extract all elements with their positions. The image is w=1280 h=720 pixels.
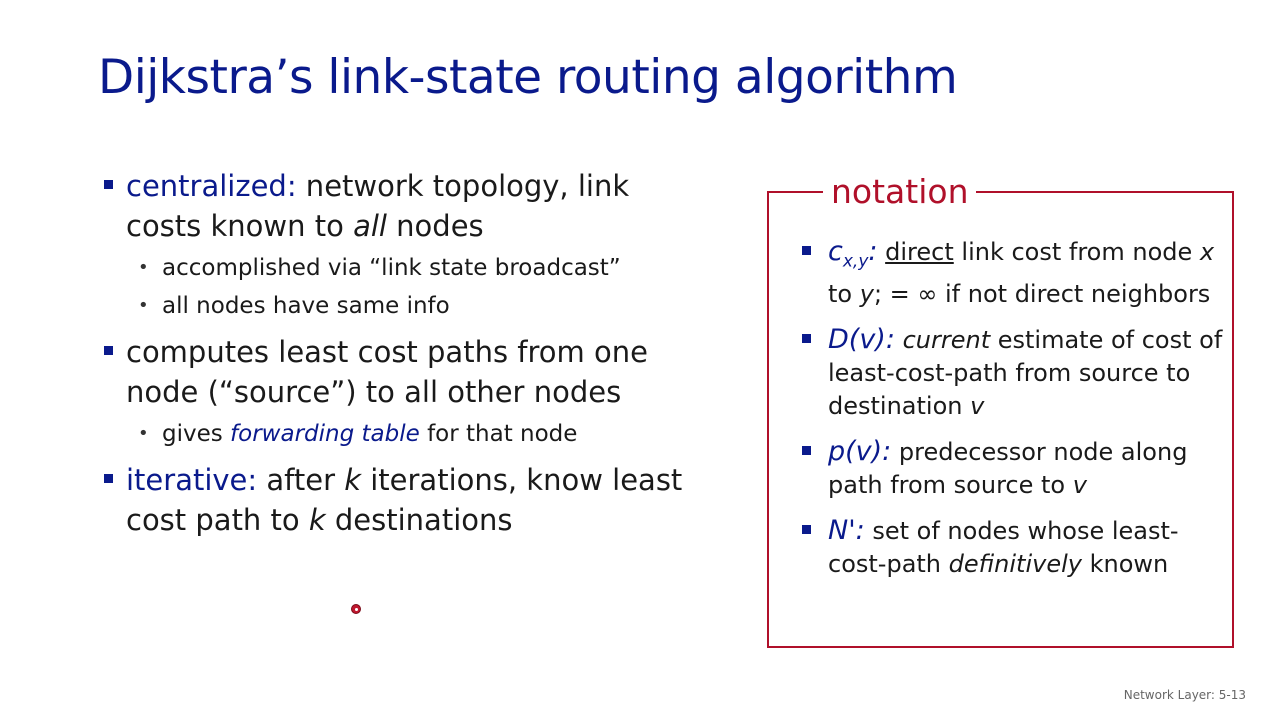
bullet-square-icon	[104, 180, 113, 189]
slide-footer: Network Layer: 5-13	[1123, 688, 1246, 702]
text: gives	[162, 421, 231, 447]
bullet-square-icon	[802, 334, 811, 344]
text: for that node	[419, 421, 578, 447]
bullet-dot-icon: •	[138, 257, 149, 278]
bullet-square-icon	[802, 246, 811, 255]
text: predecessor node along path from source …	[828, 438, 1188, 500]
notation-item-pv: p(v): predecessor node along path from s…	[800, 435, 1230, 502]
sub-bullet: • all nodes have same info	[104, 290, 704, 322]
term: p(v):	[828, 436, 892, 468]
text-italic: k	[344, 463, 362, 497]
bullet-square-icon	[104, 474, 113, 483]
bullet-square-icon	[802, 525, 811, 535]
sub-bullet: • accomplished via “link state broadcast…	[104, 252, 704, 284]
text-italic: definitively	[948, 550, 1082, 579]
bullet-centralized: centralized: network topology, link cost…	[104, 166, 704, 246]
notation-title: notation	[823, 170, 977, 214]
bullet-dot-icon: •	[138, 423, 149, 444]
text: computes least cost paths from one node …	[126, 335, 648, 409]
term: D(v):	[828, 324, 895, 356]
term: cx,y:	[828, 236, 878, 272]
text-italic: all	[353, 209, 387, 243]
text: iterations, know least cost path to	[126, 463, 683, 537]
text: known	[1081, 550, 1169, 579]
keyword-iterative: iterative:	[126, 463, 258, 497]
text: link cost from node	[953, 238, 1200, 266]
text-italic: k	[308, 503, 326, 537]
keyword-centralized: centralized:	[126, 169, 297, 203]
text: network topology, link costs known to	[126, 169, 630, 243]
text-italic: y	[859, 280, 874, 309]
main-bullets: centralized: network topology, link cost…	[104, 166, 704, 540]
text: to	[828, 280, 860, 309]
bullet-iterative: iterative: after k iterations, know leas…	[104, 460, 704, 540]
sub-bullet: • gives forwarding table for that node	[104, 418, 704, 450]
term: N':	[828, 515, 865, 547]
text-underlined: direct	[885, 238, 954, 266]
sub-bullet-text: accomplished via “link state broadcast”	[162, 255, 621, 281]
laser-pointer-icon	[351, 604, 361, 614]
text-italic: forwarding table	[230, 421, 420, 447]
bullet-dot-icon: •	[138, 295, 149, 316]
text: destinations	[325, 503, 513, 537]
text: ; = ∞ if not direct neighbors	[873, 280, 1211, 309]
sub-bullet-text: all nodes have same info	[162, 293, 450, 319]
text: estimate of cost of least-cost-path from…	[828, 326, 1223, 421]
notation-list: cx,y: direct link cost from node x to y;…	[800, 235, 1230, 581]
text: set of nodes whose least-cost-path	[828, 517, 1179, 579]
text: after	[257, 463, 345, 497]
slide-title: Dijkstra’s link-state routing algorithm	[98, 50, 958, 105]
text-italic: v	[1072, 471, 1087, 500]
bullet-square-icon	[104, 346, 113, 355]
text-italic: v	[970, 392, 985, 421]
notation-box	[767, 191, 1234, 648]
text-italic: x	[1199, 238, 1215, 266]
bullet-computes: computes least cost paths from one node …	[104, 332, 704, 412]
notation-item-nprime: N': set of nodes whose least-cost-path d…	[800, 514, 1230, 581]
text-italic: current	[902, 326, 991, 355]
notation-item-dv: D(v): current estimate of cost of least-…	[800, 323, 1230, 423]
notation-item-cxy: cx,y: direct link cost from node x to y;…	[800, 235, 1230, 311]
bullet-square-icon	[802, 446, 811, 456]
text: nodes	[386, 209, 484, 243]
